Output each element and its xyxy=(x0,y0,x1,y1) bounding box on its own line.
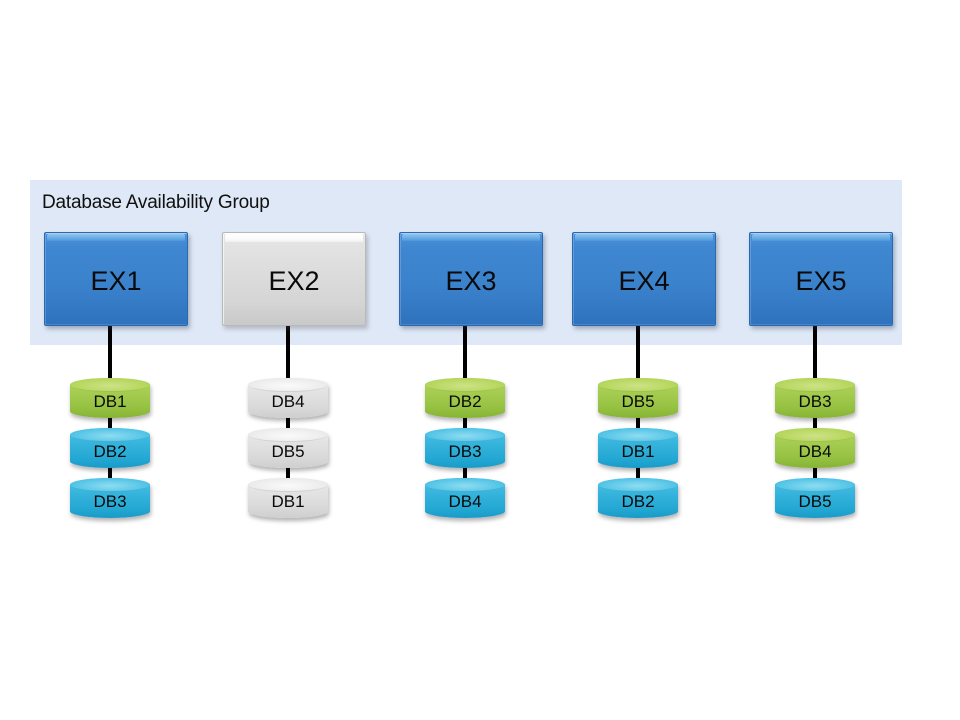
database-label: DB3 xyxy=(798,391,832,411)
server-box-ex3[interactable]: EX3 xyxy=(399,232,543,326)
server-label: EX4 xyxy=(618,265,670,296)
database-cylinder[interactable]: DB4 xyxy=(775,428,855,468)
database-cylinder[interactable]: DB1 xyxy=(248,478,328,518)
database-label: DB5 xyxy=(621,391,655,411)
connector-line-db-link xyxy=(108,412,112,440)
server-box-ex5[interactable]: EX5 xyxy=(749,232,893,326)
database-label: DB5 xyxy=(271,441,305,461)
connector-line-db-link xyxy=(636,462,640,490)
cylinder-top-ellipse xyxy=(248,428,328,442)
connector-line-db-link xyxy=(286,412,290,440)
cylinder-top-ellipse xyxy=(775,378,855,392)
database-label: DB4 xyxy=(271,391,305,411)
database-cylinder[interactable]: DB4 xyxy=(425,478,505,518)
connector-line-ex1 xyxy=(108,326,112,392)
cylinder-top-ellipse xyxy=(598,478,678,492)
cylinder-top-ellipse xyxy=(775,428,855,442)
database-label: DB2 xyxy=(93,441,127,461)
cylinder-top-ellipse xyxy=(598,428,678,442)
database-label: DB1 xyxy=(93,391,127,411)
database-cylinder[interactable]: DB2 xyxy=(598,478,678,518)
connector-line-ex5 xyxy=(813,326,817,392)
database-label: DB3 xyxy=(93,491,127,511)
database-cylinder[interactable]: DB5 xyxy=(248,428,328,468)
database-label: DB1 xyxy=(621,441,655,461)
database-label: DB1 xyxy=(271,491,305,511)
server-box-ex2[interactable]: EX2 xyxy=(222,232,366,326)
cylinder-top-ellipse xyxy=(248,378,328,392)
database-label: DB2 xyxy=(621,491,655,511)
database-label: DB4 xyxy=(798,441,832,461)
cylinder-top-ellipse xyxy=(70,378,150,392)
server-label: EX2 xyxy=(268,265,320,296)
database-cylinder[interactable]: DB1 xyxy=(70,378,150,418)
connector-line-db-link xyxy=(463,462,467,490)
server-box-ex4[interactable]: EX4 xyxy=(572,232,716,326)
cylinder-top-ellipse xyxy=(70,478,150,492)
connector-line-db-link xyxy=(463,412,467,440)
cylinder-top-ellipse xyxy=(70,428,150,442)
database-cylinder[interactable]: DB2 xyxy=(425,378,505,418)
connector-line-db-link xyxy=(108,462,112,490)
cylinder-top-ellipse xyxy=(425,478,505,492)
database-label: DB5 xyxy=(798,491,832,511)
connector-line-db-link xyxy=(636,412,640,440)
database-cylinder[interactable]: DB5 xyxy=(598,378,678,418)
server-label: EX5 xyxy=(795,265,847,296)
database-cylinder[interactable]: DB3 xyxy=(70,478,150,518)
database-cylinder[interactable]: DB5 xyxy=(775,478,855,518)
server-label: EX3 xyxy=(445,265,497,296)
connector-line-db-link xyxy=(813,412,817,440)
cylinder-top-ellipse xyxy=(425,378,505,392)
cylinder-top-ellipse xyxy=(598,378,678,392)
connector-line-ex3 xyxy=(463,326,467,392)
database-label: DB3 xyxy=(448,441,482,461)
cylinder-top-ellipse xyxy=(425,428,505,442)
server-label: EX1 xyxy=(90,265,142,296)
connector-line-ex2 xyxy=(286,326,290,392)
database-label: DB4 xyxy=(448,491,482,511)
database-cylinder[interactable]: DB1 xyxy=(598,428,678,468)
server-box-ex1[interactable]: EX1 xyxy=(44,232,188,326)
page-title: Database Availability Group xyxy=(42,192,270,213)
cylinder-top-ellipse xyxy=(775,478,855,492)
database-cylinder[interactable]: DB3 xyxy=(425,428,505,468)
database-cylinder[interactable]: DB2 xyxy=(70,428,150,468)
database-label: DB2 xyxy=(448,391,482,411)
database-cylinder[interactable]: DB3 xyxy=(775,378,855,418)
connector-line-db-link xyxy=(813,462,817,490)
connector-line-ex4 xyxy=(636,326,640,392)
connector-line-db-link xyxy=(286,462,290,490)
cylinder-top-ellipse xyxy=(248,478,328,492)
database-cylinder[interactable]: DB4 xyxy=(248,378,328,418)
